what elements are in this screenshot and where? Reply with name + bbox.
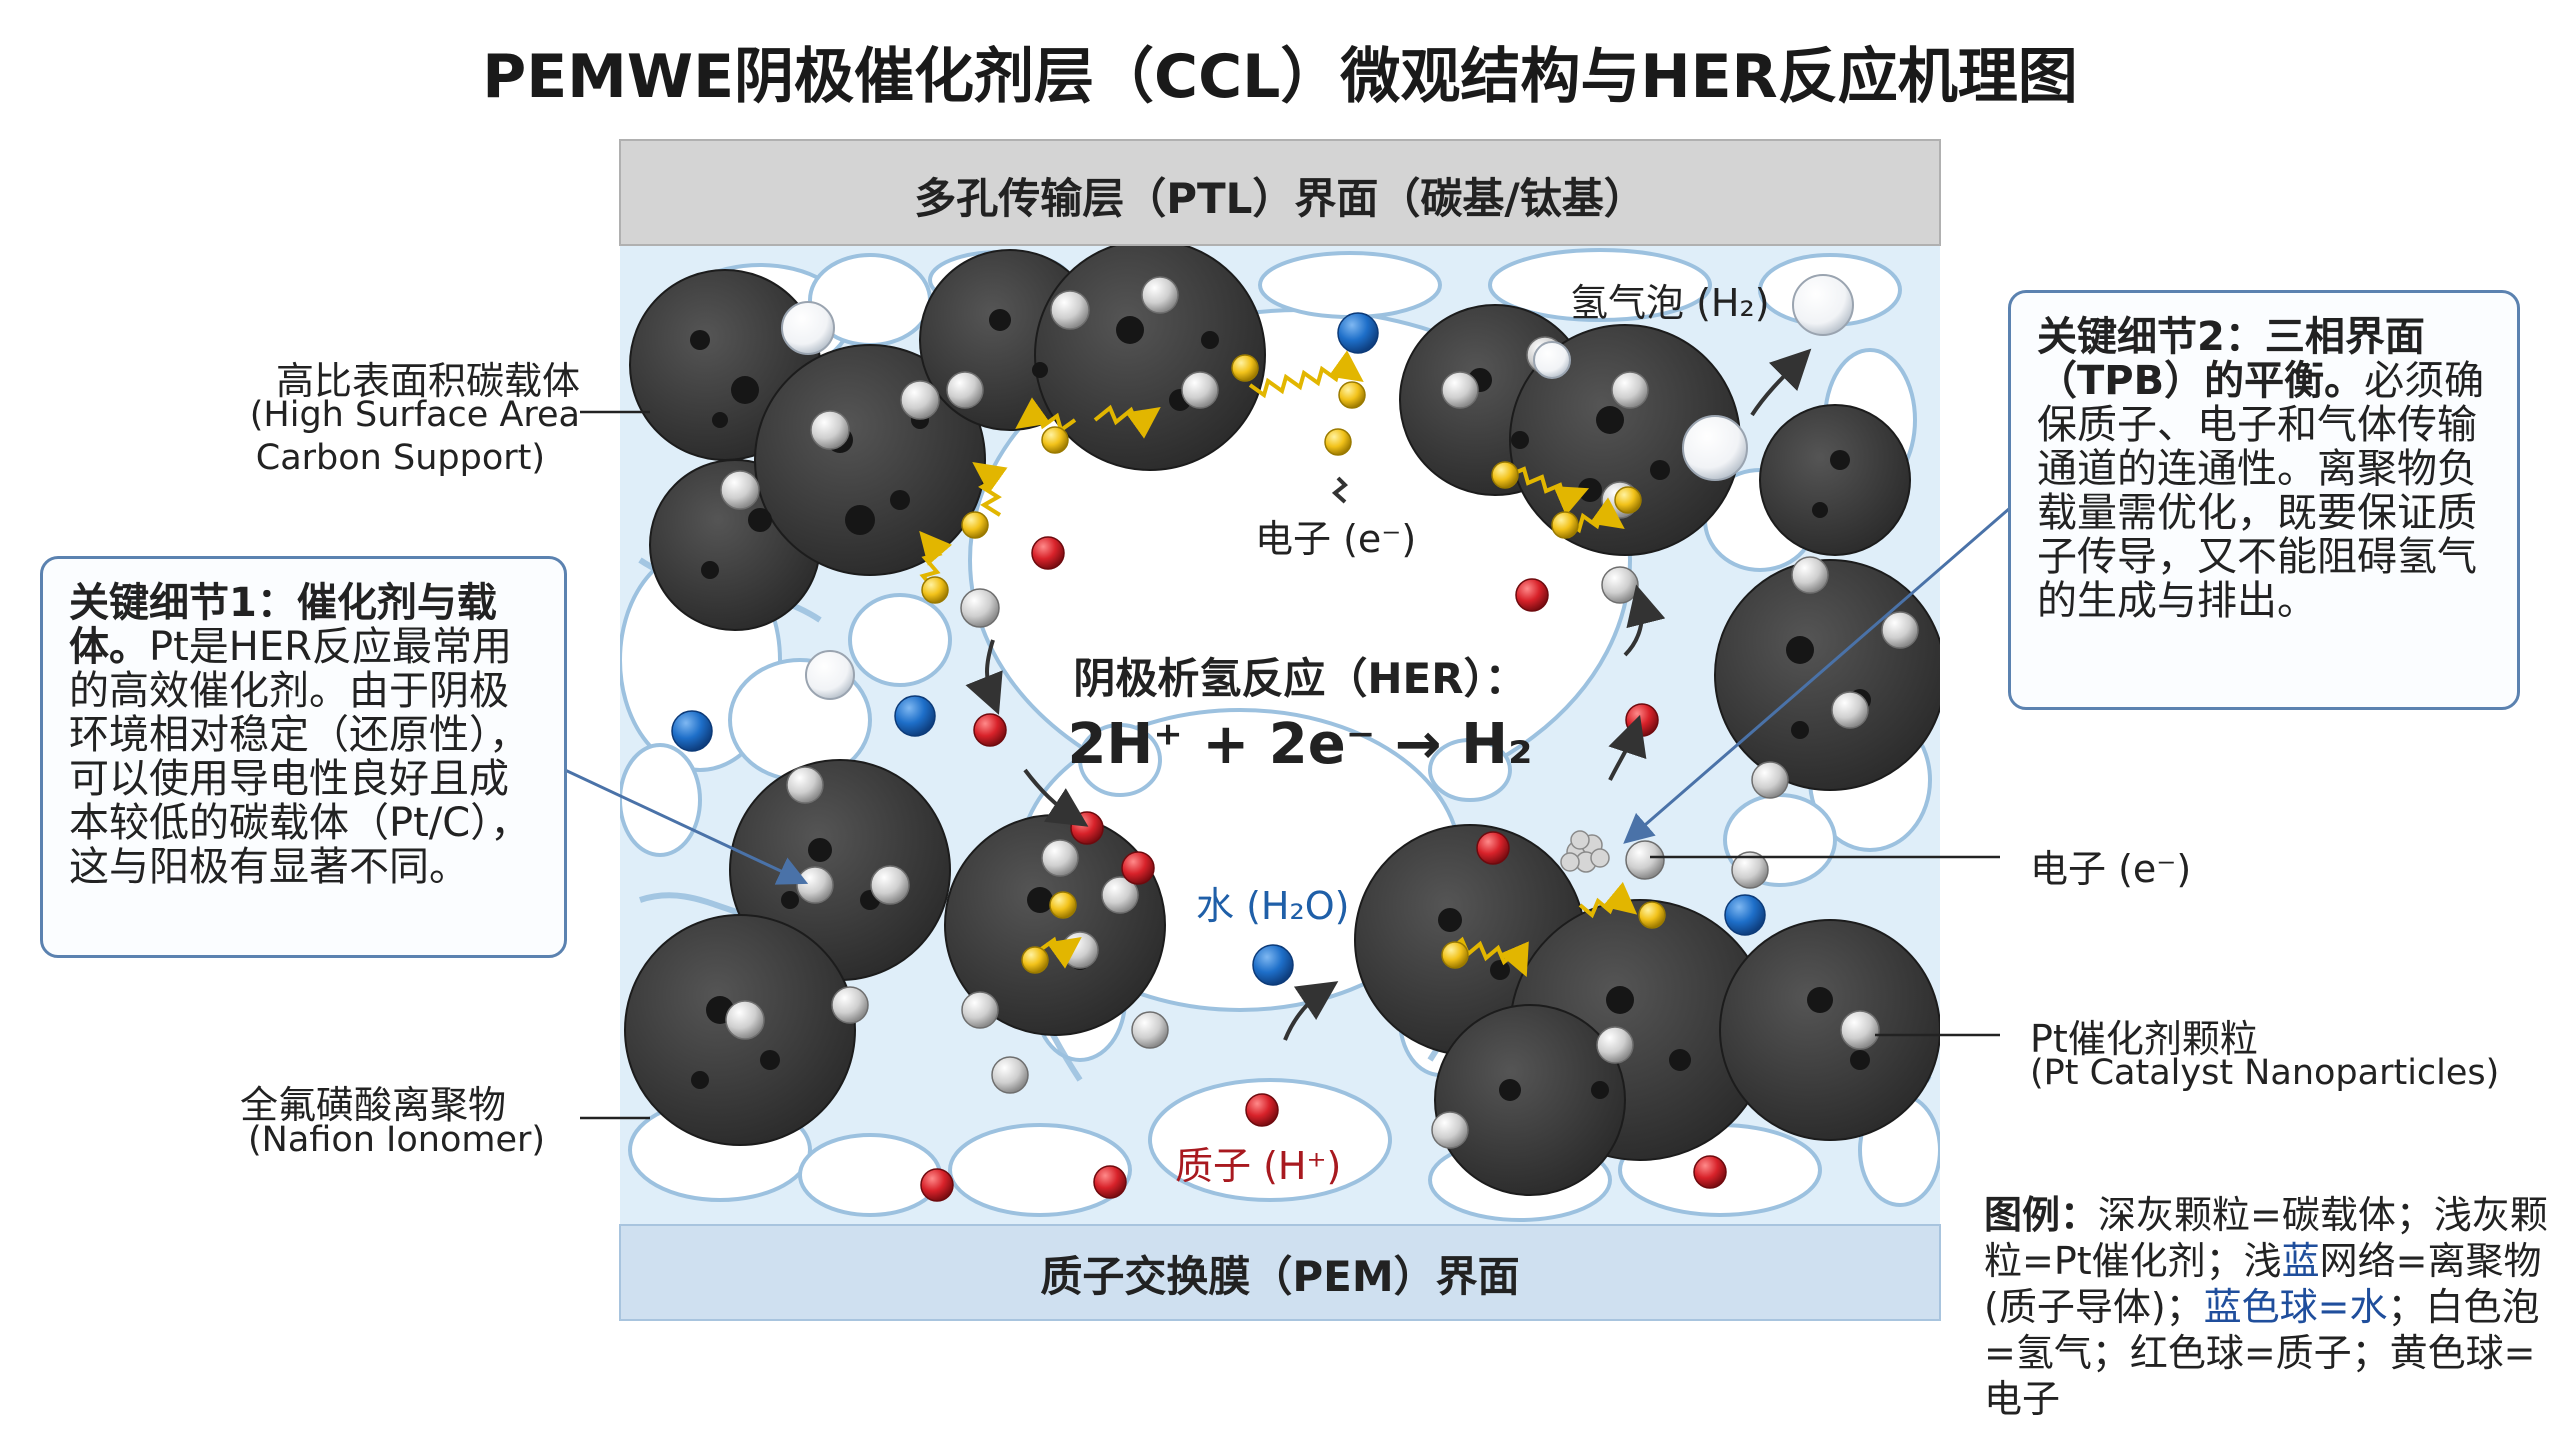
reaction-arrows: [965, 348, 1812, 1041]
legend-part3: ；白色泡=氢气；红色球=质子；黄色球=电子: [1984, 1285, 2540, 1421]
pem-interface: [619, 1224, 1941, 1321]
reaction-name: 阴极析氢反应（HER）：: [1073, 654, 1527, 703]
ptl-interface-label: 多孔传输层（PTL）界面（碳基/钛基）: [914, 174, 1646, 223]
page-title: PEMWE阴极催化剂层（CCL）微观结构与HER反应机理图: [482, 42, 2078, 112]
ionomer-label-cn: 全氟磺酸离聚物: [240, 1083, 507, 1127]
electron-label-top: 电子 (e⁻): [1255, 517, 1417, 561]
detail1-body: Pt是HER反应最常用的高效催化剂。由于阴极环境相对稳定（还原性），可以使用导电…: [69, 624, 531, 890]
water-molecules: [671, 312, 1766, 986]
ionomer-label-en: (Nafion Ionomer): [248, 1120, 546, 1160]
legend-part2: 网络=离聚物(质子导体)；: [1984, 1239, 2542, 1329]
legend-blue2: 蓝色球=水: [2203, 1285, 2388, 1329]
detail2-body: 必须确保质子、电子和气体传输通道的连通性。离聚物负载量需优化，既要保证质子传导，…: [2037, 358, 2485, 624]
proton-label: 质子 (H⁺): [1175, 1144, 1342, 1188]
legend-part1: 深灰颗粒=碳载体；浅灰颗粒=Pt催化剂；浅: [1984, 1193, 2548, 1283]
pt-particles: [720, 276, 1919, 1149]
ionomer-network: [620, 245, 1940, 1222]
legend-blue1: 蓝: [2281, 1239, 2320, 1283]
pt-label-en: (Pt Catalyst Nanoparticles): [2030, 1053, 2500, 1093]
leader-lines: [580, 410, 2000, 1120]
legend: 图例：深灰颗粒=碳载体；浅灰颗粒=Pt催化剂；浅蓝网络=离聚物(质子导体)；蓝色…: [1984, 1192, 2550, 1422]
pt-label-cn: Pt催化剂颗粒: [2030, 1017, 2258, 1061]
detail1-box: 关键细节1：催化剂与载体。Pt是HER反应最常用的高效催化剂。由于阴极环境相对稳…: [40, 556, 567, 958]
electron-label-right: 电子 (e⁻): [2030, 847, 2192, 891]
hydrogen-bubbles: [781, 274, 1854, 700]
water-label: 水 (H₂O): [1196, 884, 1350, 928]
legend-head: 图例：: [1984, 1193, 2099, 1237]
reaction-equation: 2H⁺ + 2e⁻ → H₂: [1067, 712, 1533, 777]
ptl-interface: [619, 139, 1941, 246]
carbon-label-en2: Carbon Support): [255, 438, 545, 478]
detail2-box: 关键细节2：三相界面（TPB）的平衡。必须确保质子、电子和气体传输通道的连通性。…: [2008, 290, 2520, 710]
carbon-label-cn: 高比表面积碳载体: [275, 359, 580, 403]
pem-interface-label: 质子交换膜（PEM）界面: [1040, 1252, 1520, 1301]
detail1-head: 关键细节1：催化剂与载体。: [69, 580, 497, 670]
tpb-cluster: [1560, 830, 1610, 873]
h2-bubble-label: 氢气泡 (H₂): [1570, 281, 1770, 325]
electron-balls: [921, 354, 1666, 974]
carbon-label-en1: (High Surface Area: [249, 395, 580, 435]
detail2-head: 关键细节2：三相界面（TPB）的平衡。: [2037, 314, 2425, 404]
callout-arrows: [564, 506, 2011, 885]
